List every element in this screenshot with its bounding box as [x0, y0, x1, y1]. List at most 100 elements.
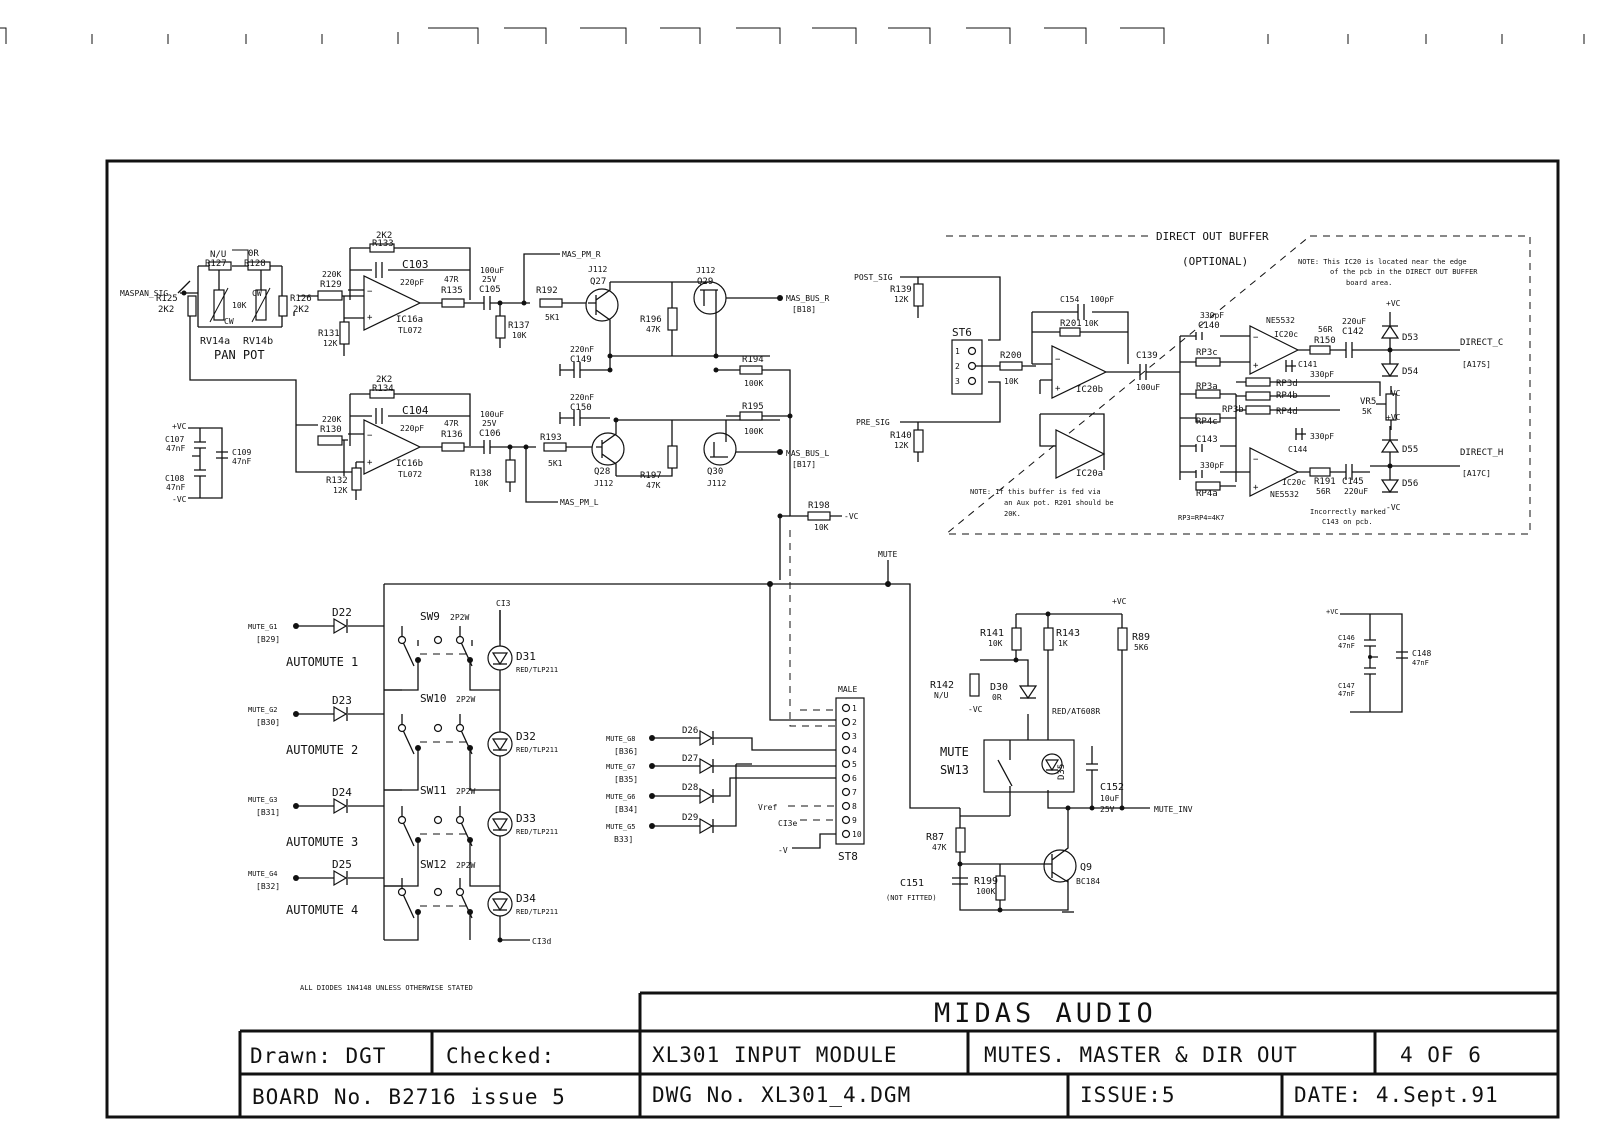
pan-pot-section: MASPAN_SIG N/U R127 0R R128 R125 2K2 R12…: [120, 249, 360, 473]
rp4a-label: RP4a: [1196, 489, 1218, 499]
c103-value: 220pF: [400, 278, 424, 287]
q29-label: Q29: [697, 277, 713, 287]
r130-label: R130: [320, 425, 342, 435]
r125-value: 2K2: [158, 305, 174, 315]
direct-c-label: DIRECT_C: [1460, 338, 1503, 348]
mute-net-label: MUTE: [878, 550, 897, 559]
q29-type: J112: [696, 266, 715, 275]
q27-label: Q27: [590, 277, 606, 287]
ic16a-plus: +: [367, 313, 373, 323]
direct-h-label: DIRECT_H: [1460, 448, 1503, 458]
ic20b-minus: −: [1055, 355, 1061, 365]
ic20c-minus: −: [1253, 333, 1259, 343]
mas-bus-r-ref: [B18]: [792, 305, 816, 314]
rp-note: RP3=RP4=4K7: [1178, 514, 1224, 522]
st8-pin-1: 1: [852, 704, 857, 713]
st6-label: ST6: [952, 326, 972, 339]
rv14b-label: RV14b: [243, 336, 273, 347]
automute-4-switch: SW12: [420, 858, 447, 871]
checked-by: Checked:: [446, 1044, 555, 1068]
st8-g5-diode: D29: [682, 813, 698, 823]
r200-value: 10K: [1004, 377, 1019, 386]
r195-value: 100K: [744, 427, 763, 436]
automute-3-switch-type: 2P2W: [456, 787, 475, 796]
r192-value: 5K1: [545, 313, 560, 322]
st8-g6-label: MUTE_G6: [606, 793, 636, 801]
c103-label: C103: [402, 258, 429, 271]
st8-label: ST8: [838, 850, 858, 863]
c139-value: 100uF: [1136, 383, 1160, 392]
r131-label: R131: [318, 329, 340, 339]
d35-label: D35: [1057, 764, 1067, 780]
ic20-note-3: board area.: [1346, 279, 1392, 287]
r198-label: R198: [808, 501, 830, 511]
automute-1-switch-type: 2P2W: [450, 613, 469, 622]
c104-value: 220pF: [400, 424, 424, 433]
c143-note-1: Incorrectly marked: [1310, 508, 1386, 516]
r127-label: R127: [205, 259, 227, 269]
c108-value: 47nF: [166, 483, 185, 492]
r150-value: 56R: [1318, 325, 1333, 334]
q30-label: Q30: [707, 467, 723, 477]
st8-ci3e-label: CI3e: [778, 819, 797, 828]
r201-label: R201: [1060, 319, 1082, 329]
r126-value: 2K2: [293, 305, 309, 315]
r196-value: 47K: [646, 325, 661, 334]
issue-number: ISSUE:5: [1080, 1083, 1176, 1107]
st8-g8-label: MUTE_G8: [606, 735, 636, 743]
c150-label: C150: [570, 403, 592, 413]
cw-mark-b: CW: [224, 317, 234, 326]
d30-value: 0R: [992, 693, 1002, 702]
st8-pin-4: 4: [852, 746, 857, 755]
c144-value: 330pF: [1310, 432, 1334, 441]
c109-value: 47nF: [232, 457, 251, 466]
buffer-note-3: 20K.: [1004, 510, 1021, 518]
c107-value: 47nF: [166, 444, 185, 453]
automute-4-switch-type: 2P2W: [456, 861, 475, 870]
c141-label: C141: [1298, 360, 1317, 369]
c143-note-2: C143 on pcb.: [1322, 518, 1373, 526]
c152-value: 10uF: [1100, 794, 1119, 803]
automute-row-2: MUTE_G2 [B30] D23 AUTOMUTE 2 SW10 2P2W D…: [248, 692, 558, 791]
r192-label: R192: [536, 286, 558, 296]
st8-male-label: MALE: [838, 685, 857, 694]
c154-value: 100pF: [1090, 295, 1114, 304]
c105-value: 100uF: [480, 266, 504, 275]
r133-value: 2K2: [376, 231, 392, 241]
r129-label: R129: [320, 280, 342, 290]
st8-pin-6: 6: [852, 774, 857, 783]
automute-4-input: MUTE_G4: [248, 870, 278, 878]
r143-value: 1K: [1058, 639, 1068, 648]
ic20c-lower-plus: +: [1253, 483, 1259, 493]
automute-3-diode: D24: [332, 786, 352, 799]
rp3c-label: RP3c: [1196, 348, 1218, 358]
c143-label: C143: [1196, 435, 1218, 445]
automute-1-input: MUTE_G1: [248, 623, 278, 631]
automute-2-input: MUTE_G2: [248, 706, 278, 714]
d53-label: D53: [1402, 333, 1418, 343]
post-sig-label: POST_SIG: [854, 273, 893, 282]
automute-2-label: AUTOMUTE 2: [286, 743, 358, 757]
q30-type: J112: [707, 479, 726, 488]
st8-pin-8: 8: [852, 802, 857, 811]
sheet-number: 4 OF 6: [1400, 1043, 1482, 1067]
r200-label: R200: [1000, 351, 1022, 361]
ic20-note-1: NOTE: This IC20 is located near the edge: [1298, 258, 1467, 266]
q28-type: J112: [594, 479, 613, 488]
c148-value: 47nF: [1412, 659, 1429, 667]
st6-pin-1: 1: [955, 347, 960, 356]
automute-4-led-type: RED/TLP211: [516, 908, 558, 916]
automute-3-led: D33: [516, 812, 536, 825]
ic16b-plus: +: [367, 458, 373, 468]
decoupling-c107-c109: +VC -VC C107 47nF C108 47nF C109 47nF: [165, 422, 251, 504]
master-right-channel: 2K2 R133 C103 220pF 220K R129 R131 12K −…: [317, 231, 830, 452]
q9-label: Q9: [1080, 862, 1092, 873]
d30-label: D30: [990, 682, 1008, 693]
ic20c-plus: +: [1253, 361, 1259, 371]
drawing-frame: [105, 159, 1560, 1119]
r140-label: R140: [890, 431, 912, 441]
automute-3-led-type: RED/TLP211: [516, 828, 558, 836]
st8-g7-ref: [B35]: [614, 775, 638, 784]
q27-type: J112: [588, 265, 607, 274]
c105-label: C105: [479, 285, 501, 295]
